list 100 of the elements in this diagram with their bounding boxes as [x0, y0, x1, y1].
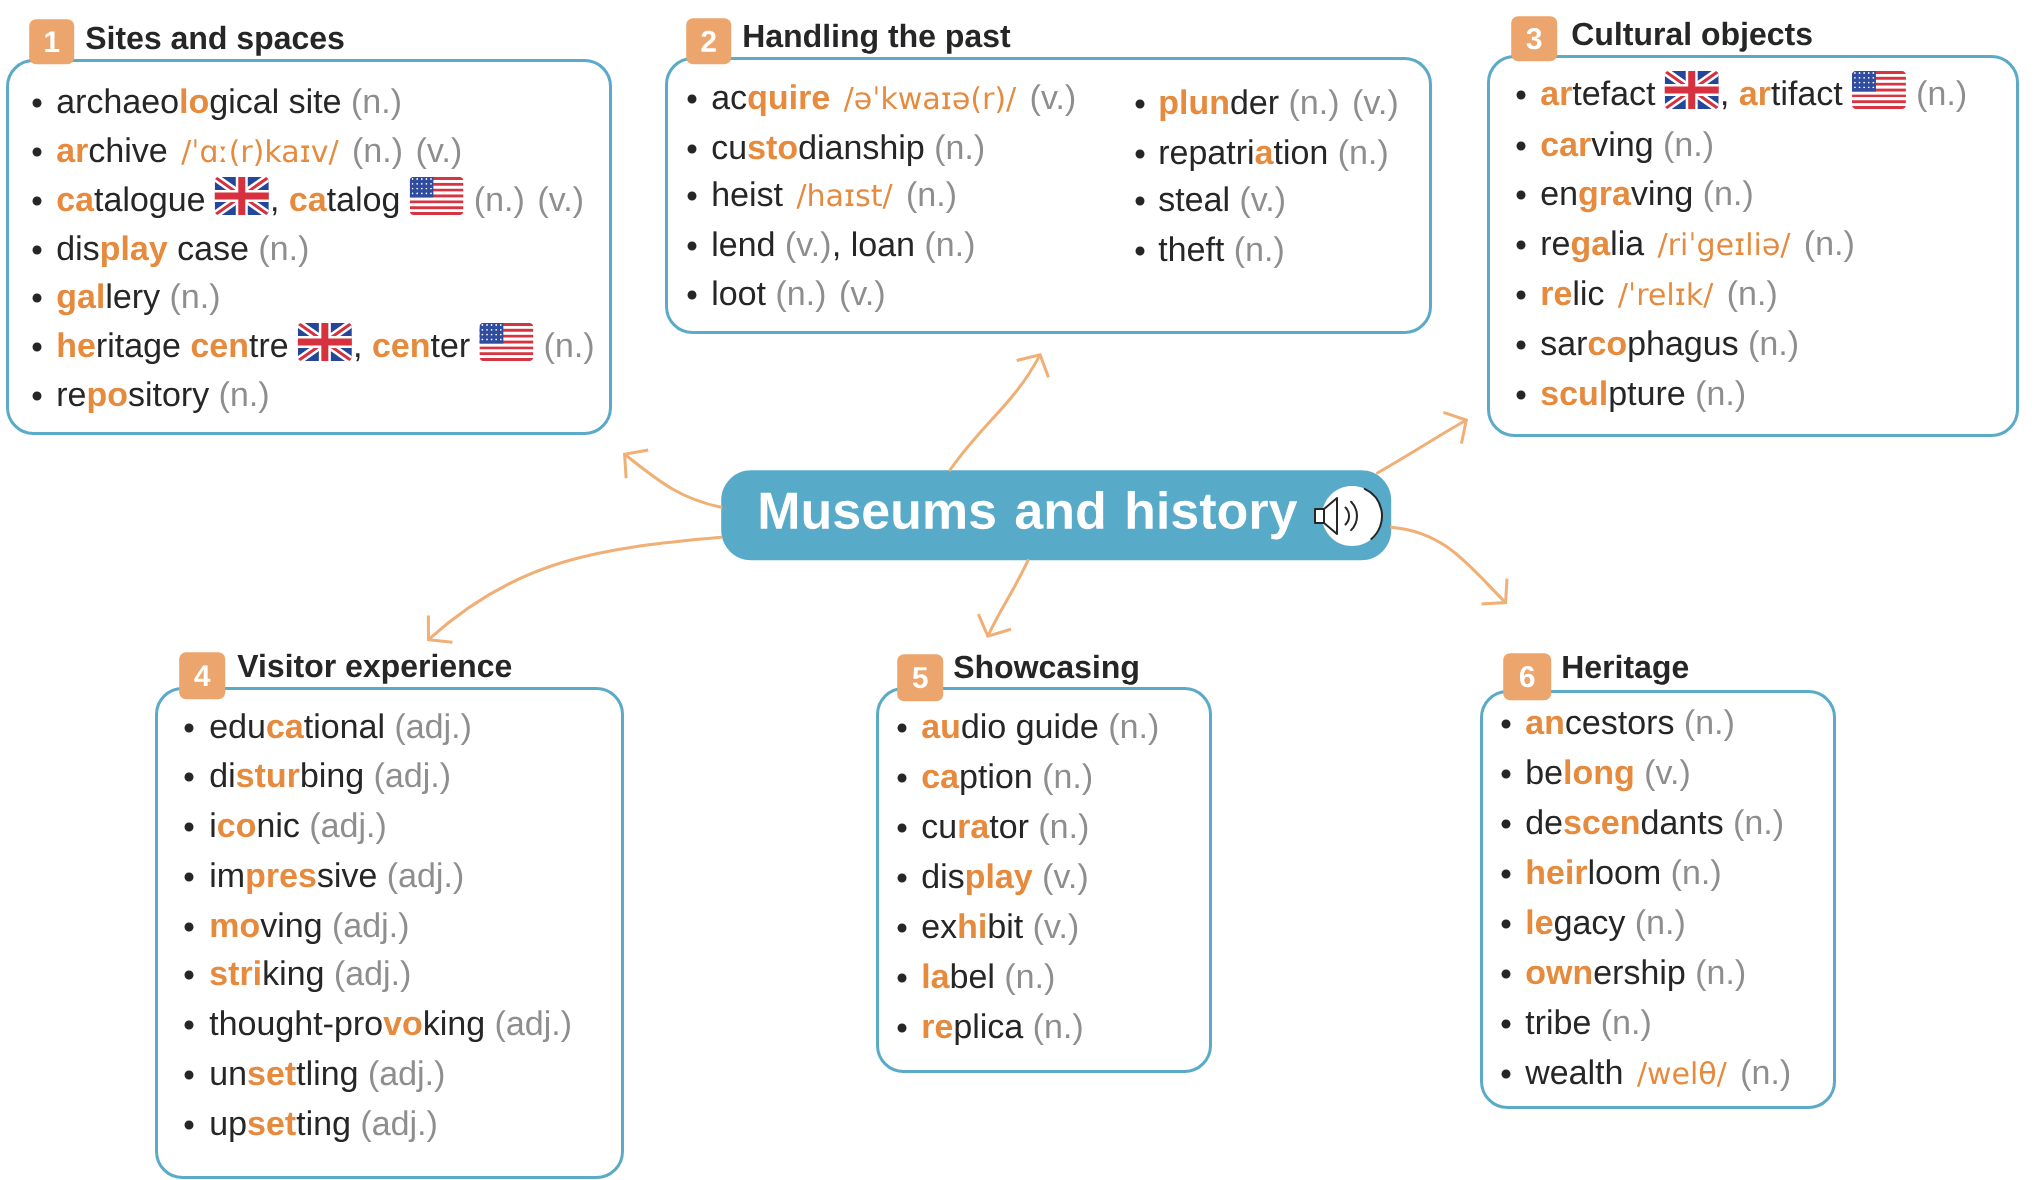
vocabulary-word: heist: [713, 181, 783, 207]
vocabulary-word: steal: [1159, 186, 1228, 212]
word-class: (n.): [908, 181, 955, 214]
word-class: (n.): [1006, 963, 1054, 996]
word-class: (n.): [1805, 230, 1853, 263]
vocabulary-word: plunder: [1160, 89, 1279, 122]
arrow: [1389, 525, 1509, 606]
vocabulary-word: belong: [1527, 759, 1633, 792]
pronunciation: /ˈrelɪk/: [1617, 282, 1714, 308]
number-badge: 5: [897, 654, 944, 702]
vocabulary-word: wealth: [1525, 1059, 1622, 1085]
heading: Handling the past: [744, 23, 1011, 54]
vocabulary-word: , catalog: [273, 186, 399, 219]
vocabulary-word: caption: [922, 763, 1031, 796]
vocabulary-word: artefact: [1541, 80, 1656, 106]
word-class: (v.): [1646, 759, 1689, 792]
arrow: [426, 535, 723, 644]
arrow: [1375, 411, 1468, 475]
vocabulary-word: impressive: [211, 862, 376, 895]
word-class: (n.): [936, 134, 984, 167]
word-class: (n.): [1735, 809, 1782, 842]
word-class: (adj.): [396, 713, 470, 746]
vocabulary-word: thought-provoking: [209, 1010, 483, 1043]
heading: Showcasing: [954, 654, 1138, 685]
word-class: (n.): [1686, 709, 1733, 742]
vocabulary-word: exhibit: [922, 913, 1023, 939]
pronunciation: /ˈɑː(r)kaɪv/: [181, 139, 339, 166]
vocabulary-word: audio guide: [922, 713, 1098, 746]
word-class: (n.): [353, 88, 400, 121]
word-class: (n.) (v.): [354, 137, 461, 170]
word-class: (n.): [1742, 1059, 1790, 1092]
vocabulary-word: archive: [57, 137, 167, 163]
word-class: (n.): [1636, 909, 1684, 942]
vocabulary-word: label: [923, 963, 993, 989]
word-class: (adj.): [311, 812, 385, 845]
word-class: (adj.): [496, 1010, 570, 1043]
word-class: (n.): [1034, 1013, 1082, 1046]
word-class: (adj.): [370, 1060, 444, 1093]
vocabulary-word: tribe: [1525, 1009, 1590, 1035]
vocabulary-word: engraving: [1541, 180, 1692, 213]
word-class: (n.): [1918, 80, 1966, 113]
vocabulary-word: ancestors: [1526, 712, 1674, 735]
vocabulary-word: disturbing: [210, 762, 362, 795]
word-class: (adj.): [388, 862, 463, 895]
vocabulary-word: moving: [211, 912, 321, 945]
word-class: (n.) (v.): [777, 280, 884, 313]
word-class: (n.): [1339, 139, 1387, 172]
vocabulary-word: sculpture: [1541, 380, 1685, 413]
word-class: (n.): [545, 332, 593, 365]
vocabulary-word: educational: [210, 713, 383, 739]
word-class: (n.): [1602, 1009, 1650, 1042]
vocabulary-word: , center: [356, 335, 470, 362]
word-class: (v.): [1241, 186, 1284, 219]
word-class: (n.): [1044, 763, 1092, 796]
word-class: (n.) (v.): [1290, 89, 1397, 122]
word-class: (v.): [1031, 84, 1075, 117]
vocabulary-word: catalogue: [57, 186, 205, 219]
vocabulary-word: heritage centre: [58, 332, 288, 365]
number-badge: 1: [29, 19, 75, 65]
number-badge: 3: [1511, 16, 1558, 62]
vocabulary-word: legacy: [1527, 909, 1626, 942]
vocabulary-word: display: [922, 863, 1033, 896]
word-class: (n.): [1672, 859, 1720, 892]
word-class: (adj.): [336, 960, 410, 993]
vocabulary-word: loot: [713, 280, 766, 306]
heading: Visitor experience: [237, 653, 512, 684]
word-class: (n.): [1110, 713, 1158, 746]
word-class: (v.): [1034, 913, 1078, 946]
vocabulary-word: striking: [210, 960, 323, 993]
vocabulary-word: acquire: [712, 84, 830, 117]
word-class: (n.): [1040, 813, 1088, 846]
vocabulary-word: unsettling: [211, 1060, 357, 1093]
arrow: [948, 353, 1050, 472]
number-badge: 4: [179, 652, 226, 700]
vocabulary-word: iconic: [211, 812, 299, 838]
vocabulary-word: repatriation: [1160, 139, 1327, 172]
vocabulary-word: relic: [1542, 280, 1604, 306]
word-class: (adj.): [375, 762, 449, 795]
word-class: (n.) (v.): [475, 186, 582, 219]
vocabulary-word: archaeological site: [57, 88, 340, 121]
number-badge: 2: [686, 18, 732, 65]
heading: Heritage: [1563, 654, 1689, 685]
word-class: (n.): [1697, 959, 1745, 992]
word-class: (n.): [1665, 131, 1712, 164]
word-class: (n.): [171, 283, 219, 316]
vocabulary-word: , loan: [834, 231, 913, 261]
vocabulary-word: repository: [58, 381, 210, 414]
word-class: (n.): [220, 381, 268, 414]
vocabulary-word: replica: [923, 1013, 1024, 1046]
word-class: (v.): [787, 231, 830, 264]
vocabulary-word: heirloom: [1527, 859, 1659, 885]
vocabulary-word: regalia: [1542, 230, 1645, 263]
word-class: (n.): [1697, 380, 1745, 413]
pronunciation: /əˈkwaɪə(r)/: [843, 86, 1017, 113]
heading: Sites and spaces: [86, 25, 344, 56]
word-class: (adj.): [362, 1110, 436, 1143]
pronunciation: /riˈgeɪliə/: [1657, 232, 1791, 262]
word-class: (adj.): [334, 912, 408, 945]
vocabulary-word: lend: [713, 231, 774, 257]
pronunciation: /welθ/: [1636, 1061, 1727, 1087]
